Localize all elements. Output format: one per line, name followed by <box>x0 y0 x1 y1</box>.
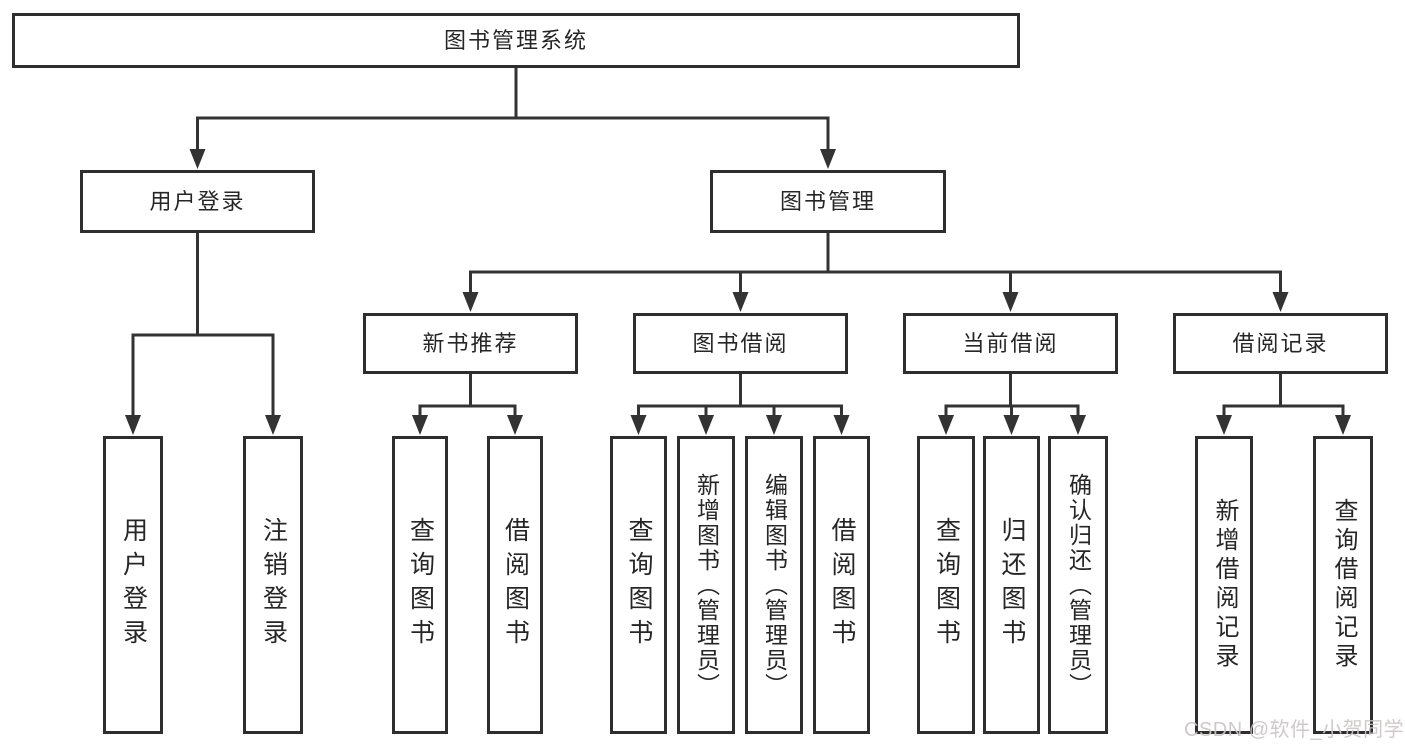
node-label-new-book-rec: 新书推荐 <box>422 330 519 356</box>
node-label-bb-add-books: 新增图书（管理员） <box>693 472 720 698</box>
node-bb-add-books: 新增图书（管理员） <box>677 436 735 734</box>
node-user-login: 用户登录 <box>80 170 315 233</box>
node-label-rec-query-books: 查询图书 <box>406 517 435 653</box>
node-label-user-login: 用户登录 <box>149 188 246 214</box>
node-borrow-records: 借阅记录 <box>1173 313 1388 374</box>
node-rec-query-books: 查询图书 <box>392 436 448 734</box>
node-label-bb-query-books: 查询图书 <box>625 517 653 653</box>
node-label-login-action: 用户登录 <box>119 517 148 653</box>
node-rec-borrow-books: 借阅图书 <box>487 436 543 734</box>
node-label-cb-query-books: 查询图书 <box>932 517 961 653</box>
node-current-borrow: 当前借阅 <box>903 313 1118 374</box>
node-label-cb-confirm-return: 确认归还（管理员） <box>1065 472 1092 698</box>
node-bb-edit-books: 编辑图书（管理员） <box>745 436 803 734</box>
node-label-current-borrow: 当前借阅 <box>962 330 1059 356</box>
node-br-add-record: 新增借阅记录 <box>1195 436 1253 734</box>
node-br-query-record: 查询借阅记录 <box>1313 436 1373 734</box>
node-label-br-query-record: 查询借阅记录 <box>1330 498 1357 672</box>
node-label-cb-return-books: 归还图书 <box>998 517 1026 653</box>
node-label-book-mgmt: 图书管理 <box>779 188 876 214</box>
node-label-borrow-records: 借阅记录 <box>1232 330 1329 356</box>
watermark: CSDN @软件_小贺同学 <box>1184 719 1405 741</box>
node-label-br-add-record: 新增借阅记录 <box>1211 498 1238 672</box>
node-label-bb-edit-books: 编辑图书（管理员） <box>761 472 788 698</box>
node-label-bb-borrow-books: 借阅图书 <box>828 517 856 653</box>
node-label-logout-action: 注销登录 <box>259 517 288 653</box>
node-label-rec-borrow-books: 借阅图书 <box>501 517 530 653</box>
node-new-book-rec: 新书推荐 <box>363 313 578 374</box>
node-book-mgmt: 图书管理 <box>710 170 946 233</box>
node-label-root: 图书管理系统 <box>443 27 588 53</box>
node-logout-action: 注销登录 <box>243 436 303 734</box>
node-bb-query-books: 查询图书 <box>610 436 667 734</box>
node-root: 图书管理系统 <box>12 13 1020 68</box>
node-login-action: 用户登录 <box>103 436 163 734</box>
node-bb-borrow-books: 借阅图书 <box>813 436 870 734</box>
node-cb-query-books: 查询图书 <box>917 436 975 734</box>
node-cb-confirm-return: 确认归还（管理员） <box>1048 436 1108 734</box>
node-label-book-borrow: 图书借阅 <box>692 330 789 356</box>
node-book-borrow: 图书借阅 <box>633 313 848 374</box>
node-cb-return-books: 归还图书 <box>983 436 1040 734</box>
